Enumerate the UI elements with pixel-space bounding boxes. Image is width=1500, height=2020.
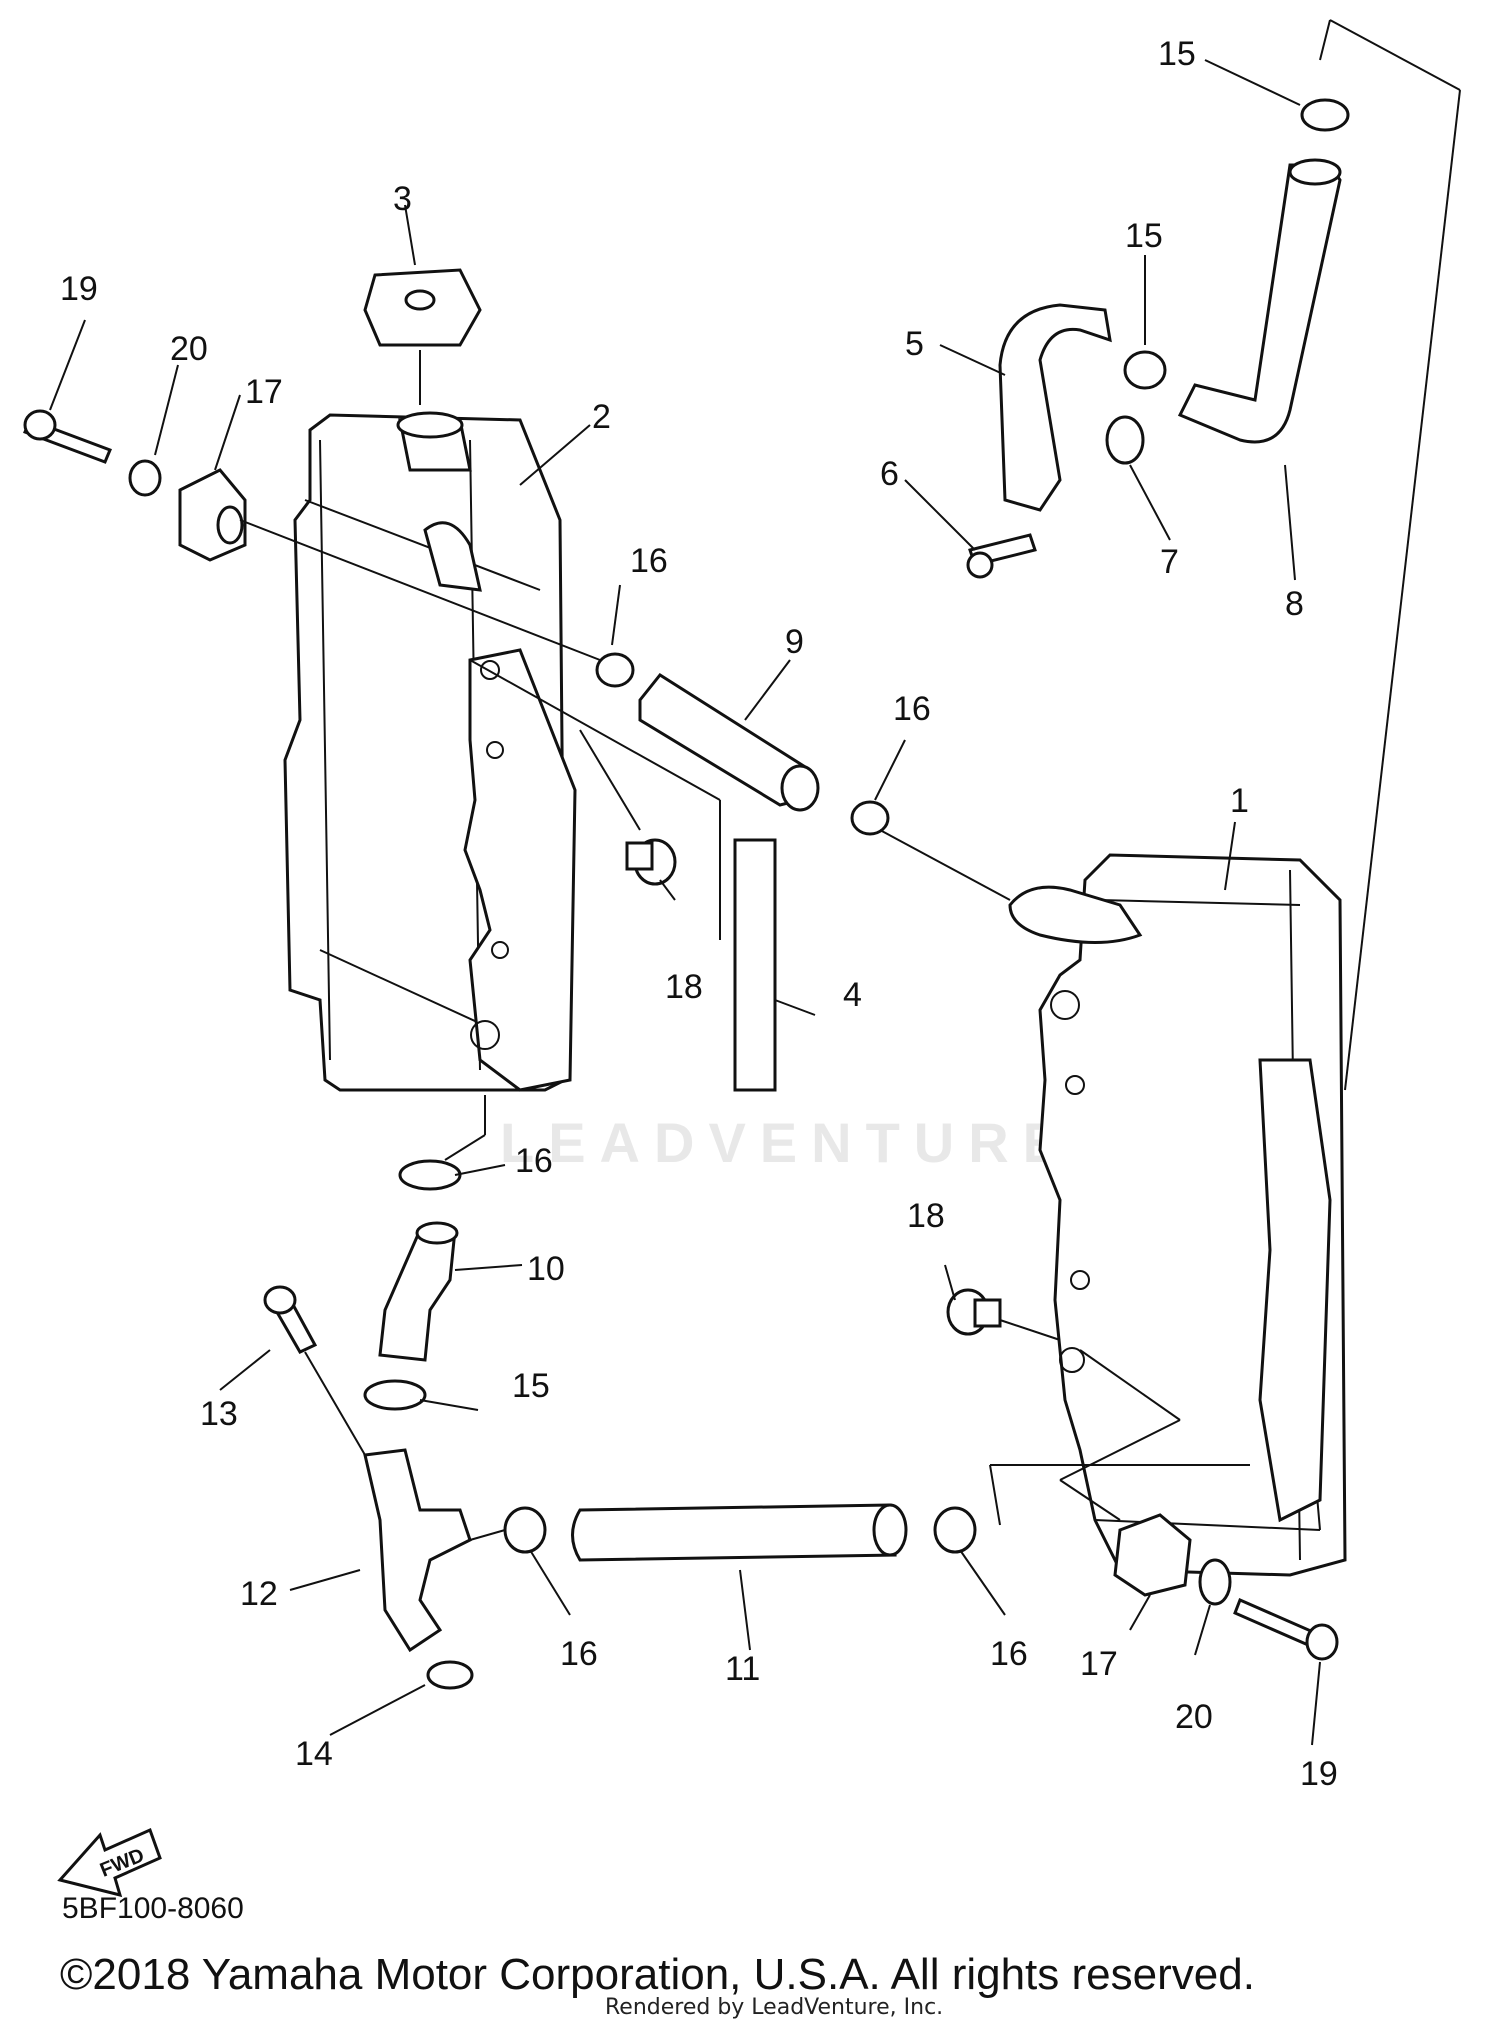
callout-6[interactable]: 6 (880, 455, 899, 493)
callout-11[interactable]: 11 (725, 1650, 760, 1688)
diagram-code: 5BF100-8060 (62, 1892, 244, 1925)
hose-part-10[interactable] (378, 1221, 459, 1362)
callout-3[interactable]: 3 (393, 180, 412, 218)
o-ring-part-14[interactable] (426, 1660, 474, 1690)
damper-part-17-left[interactable] (178, 468, 247, 562)
hose-joint-part-12[interactable] (363, 1448, 472, 1653)
callout-17-right[interactable]: 17 (1080, 1645, 1118, 1683)
callout-10[interactable]: 10 (527, 1250, 565, 1288)
washer-part-20-right[interactable] (1198, 1558, 1232, 1606)
rendered-by-notice: Rendered by LeadVenture, Inc. (605, 1995, 944, 2020)
bushing-part-18-right[interactable] (946, 1288, 1002, 1336)
washer-part-20-left[interactable] (128, 459, 162, 497)
left-radiator-part-2[interactable] (283, 411, 577, 1092)
bolt-part-19-right[interactable] (1233, 1597, 1339, 1661)
clamp-part-15-mid[interactable] (1123, 350, 1167, 390)
watermark: LEADVENTURE (500, 1111, 1075, 1174)
bushing-part-18-left[interactable] (625, 838, 677, 886)
callout-16-c[interactable]: 16 (515, 1142, 553, 1180)
callout-20-left[interactable]: 20 (170, 330, 208, 368)
bolt-part-19-left[interactable] (23, 409, 112, 464)
callout-8[interactable]: 8 (1285, 585, 1304, 623)
callout-2[interactable]: 2 (592, 398, 611, 436)
clamp-part-16-a[interactable] (595, 652, 635, 688)
callout-14[interactable]: 14 (295, 1735, 333, 1773)
callout-5[interactable]: 5 (905, 325, 924, 363)
radiator-cap-part-3[interactable] (363, 268, 482, 347)
callout-9[interactable]: 9 (785, 623, 804, 661)
hose-part-8[interactable] (1177, 158, 1342, 444)
o-ring-part-7[interactable] (1105, 415, 1145, 465)
bolt-part-13[interactable] (263, 1285, 318, 1354)
callout-16-b[interactable]: 16 (893, 690, 931, 728)
clamp-part-16-d[interactable] (503, 1506, 547, 1554)
callout-15-mid[interactable]: 15 (1125, 217, 1163, 255)
clamp-part-16-b[interactable] (850, 800, 890, 836)
callout-16-d[interactable]: 16 (560, 1635, 598, 1673)
clamp-part-15-top[interactable] (1300, 98, 1350, 132)
callout-4[interactable]: 4 (843, 976, 862, 1014)
callout-18-left[interactable]: 18 (665, 968, 703, 1006)
collar-part-4[interactable] (733, 838, 777, 1092)
damper-part-17-right[interactable] (1113, 1513, 1192, 1597)
callout-12[interactable]: 12 (240, 1575, 278, 1613)
clamp-part-15-low[interactable] (363, 1379, 427, 1411)
callout-18-right[interactable]: 18 (907, 1197, 945, 1235)
callout-7[interactable]: 7 (1160, 543, 1179, 581)
fwd-arrow-icon: FWD (57, 1827, 162, 1898)
callout-19-left[interactable]: 19 (60, 270, 98, 308)
callout-20-right[interactable]: 20 (1175, 1698, 1213, 1736)
right-radiator-part-1[interactable] (1008, 853, 1347, 1577)
callout-15-top[interactable]: 15 (1158, 35, 1196, 73)
hose-part-9[interactable] (638, 673, 820, 812)
callout-16-a[interactable]: 16 (630, 542, 668, 580)
callout-1[interactable]: 1 (1230, 782, 1249, 820)
callout-15-low[interactable]: 15 (512, 1367, 550, 1405)
callout-13[interactable]: 13 (200, 1395, 238, 1433)
bolt-part-6[interactable] (966, 533, 1037, 579)
clamp-part-16-e[interactable] (933, 1506, 977, 1554)
clamp-part-16-c[interactable] (398, 1159, 462, 1191)
hose-part-11[interactable] (571, 1503, 908, 1562)
copyright-notice: ©2018 Yamaha Motor Corporation, U.S.A. A… (60, 1950, 1255, 1999)
callout-17-left[interactable]: 17 (245, 373, 283, 411)
callout-19-right[interactable]: 19 (1300, 1755, 1338, 1793)
hose-part-5[interactable] (998, 303, 1112, 512)
callout-16-e[interactable]: 16 (990, 1635, 1028, 1673)
